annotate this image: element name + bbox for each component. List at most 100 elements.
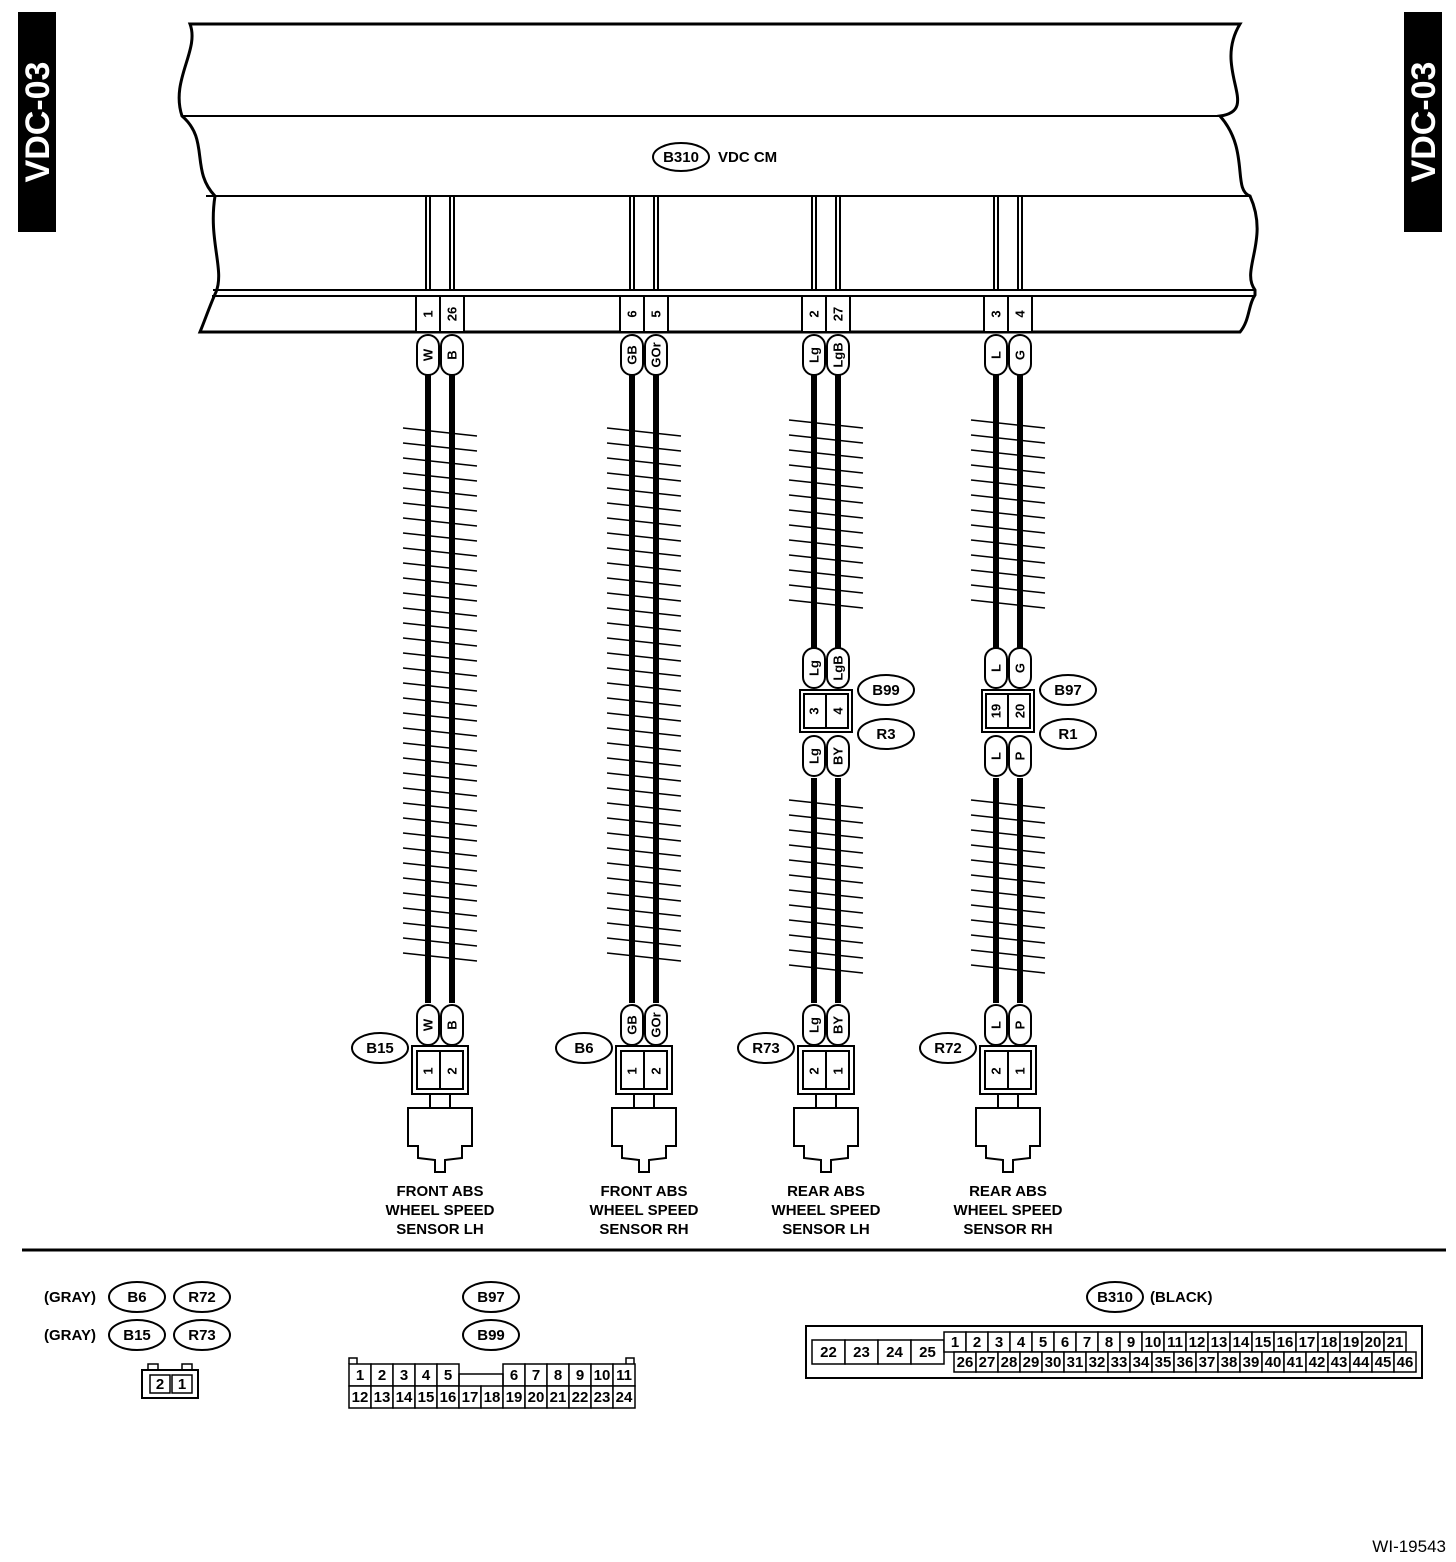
legend-b97-num-4: 4 [422,1367,431,1384]
splice-wire-label-Lg: Lg [807,660,822,676]
legend-b310-num-39: 39 [1243,1354,1260,1371]
legend-b310-num-12: 12 [1189,1334,1206,1351]
legend-b97-num-3: 3 [400,1367,408,1384]
legend-two-pin-cell-1 [171,1374,193,1394]
legend-b310-num-18: 18 [1321,1334,1338,1351]
legend-two-pin-id-R73-label: R73 [188,1327,216,1344]
legend-b97-num-24: 24 [616,1389,633,1406]
module-pin-3: 3 [989,310,1004,317]
splice-wire-pill-low-P [1008,735,1032,777]
caption-line-1: FRONT ABS [397,1183,484,1200]
end-connector-id-label: B6 [574,1040,593,1057]
end-connector-id-label: B15 [366,1040,394,1057]
legend-b97-latch [348,1357,635,1364]
splice-wire-pill-Lg [802,647,826,689]
end-wire-label-W: W [421,1018,436,1031]
splice-id-top-outline [1039,674,1097,706]
legend-two-pin-num-2: 2 [156,1376,164,1393]
splice-id-bottom-label: R1 [1058,726,1077,743]
legend-two-pin-id-B15: B15 [108,1319,166,1351]
splice-wire-label-low-BY: BY [831,747,846,765]
end-connector-id-outline [555,1032,613,1064]
end-connector-id: B6 [555,1032,613,1064]
vdc-control-module [177,22,1259,334]
legend-b310-cell-22 [811,1339,846,1365]
end-wire-label-B: B [445,1020,460,1029]
wire-label-L: L [989,351,1004,359]
legend-id-B97: B97 [462,1281,520,1313]
twisted-pair-marks-1 [788,419,864,609]
legend-id-B97-label: B97 [477,1289,505,1306]
legend-b97-num-22: 22 [572,1389,589,1406]
splice-id-bottom-outline [857,718,915,750]
legend-b310-num-21: 21 [1387,1334,1404,1351]
legend-two-pin-id-R72-outline [173,1281,231,1313]
splice-wire-pill-LgB [826,647,850,689]
legend-b310-num-43: 43 [1331,1354,1348,1371]
legend-b97-cell-24 [612,1385,636,1409]
legend-b310-num-1: 1 [951,1334,959,1351]
figure-id: WI-19543 [1372,1537,1446,1556]
end-pin-1: 1 [1013,1067,1028,1074]
splice-id-bottom-label: R3 [876,726,895,743]
legend-b310-num-7: 7 [1083,1334,1091,1351]
end-connector-id-label: R72 [934,1040,962,1057]
legend-b310-num-40: 40 [1265,1354,1282,1371]
legend-b310-num-38: 38 [1221,1354,1238,1371]
legend-b97-num-15: 15 [418,1389,435,1406]
splice-pin-3: 3 [807,707,822,714]
wheel-speed-sensor-icon [793,1094,859,1173]
legend-b310-num-35: 35 [1155,1354,1172,1371]
caption-line-3: SENSOR LH [782,1221,870,1238]
legend-b310-num-34: 34 [1133,1354,1150,1371]
legend-b310-num-17: 17 [1299,1334,1316,1351]
caption-line-1: FRONT ABS [601,1183,688,1200]
legend-two-pin-latch [147,1363,193,1370]
legend-b310-num-14: 14 [1233,1334,1250,1351]
legend-b97-num-21: 21 [550,1389,567,1406]
splice-id-top: B99 [857,674,915,706]
end-connector-id: R73 [737,1032,795,1064]
left-side-tab: VDC-03 [18,12,57,232]
legend-b310-num-3: 3 [995,1334,1003,1351]
legend-b310-color: (BLACK) [1150,1289,1212,1306]
splice-wire-label-G: G [1013,663,1028,673]
legend-color-2: (GRAY) [44,1327,96,1344]
legend-id-B310-outline [1086,1281,1144,1313]
legend-id-B99-label: B99 [477,1327,505,1344]
module-pin-1: 1 [421,310,436,317]
legend-b97-num-6: 6 [510,1367,518,1384]
twisted-pair-marks-2 [970,799,1046,974]
right-side-tab: VDC-03 [1404,12,1443,232]
caption-line-2: WHEEL SPEED [386,1202,495,1219]
legend-b97-num-9: 9 [576,1367,584,1384]
legend-b310-num-24: 24 [886,1344,903,1361]
splice-id-bottom: R1 [1039,718,1097,750]
end-pin-1: 1 [625,1067,640,1074]
legend-two-pin-id-B15-label: B15 [123,1327,151,1344]
legend-id-B99-outline [462,1319,520,1351]
legend-two-pin-id-R73-outline [173,1319,231,1351]
legend-b310-num-32: 32 [1089,1354,1106,1371]
wire-pair [629,375,659,1003]
legend-b310-num-26: 26 [957,1354,974,1371]
legend-b97-num-13: 13 [374,1389,391,1406]
legend-b310-num-20: 20 [1365,1334,1382,1351]
wire-label-W: W [421,348,436,361]
legend-b310-num-37: 37 [1199,1354,1216,1371]
